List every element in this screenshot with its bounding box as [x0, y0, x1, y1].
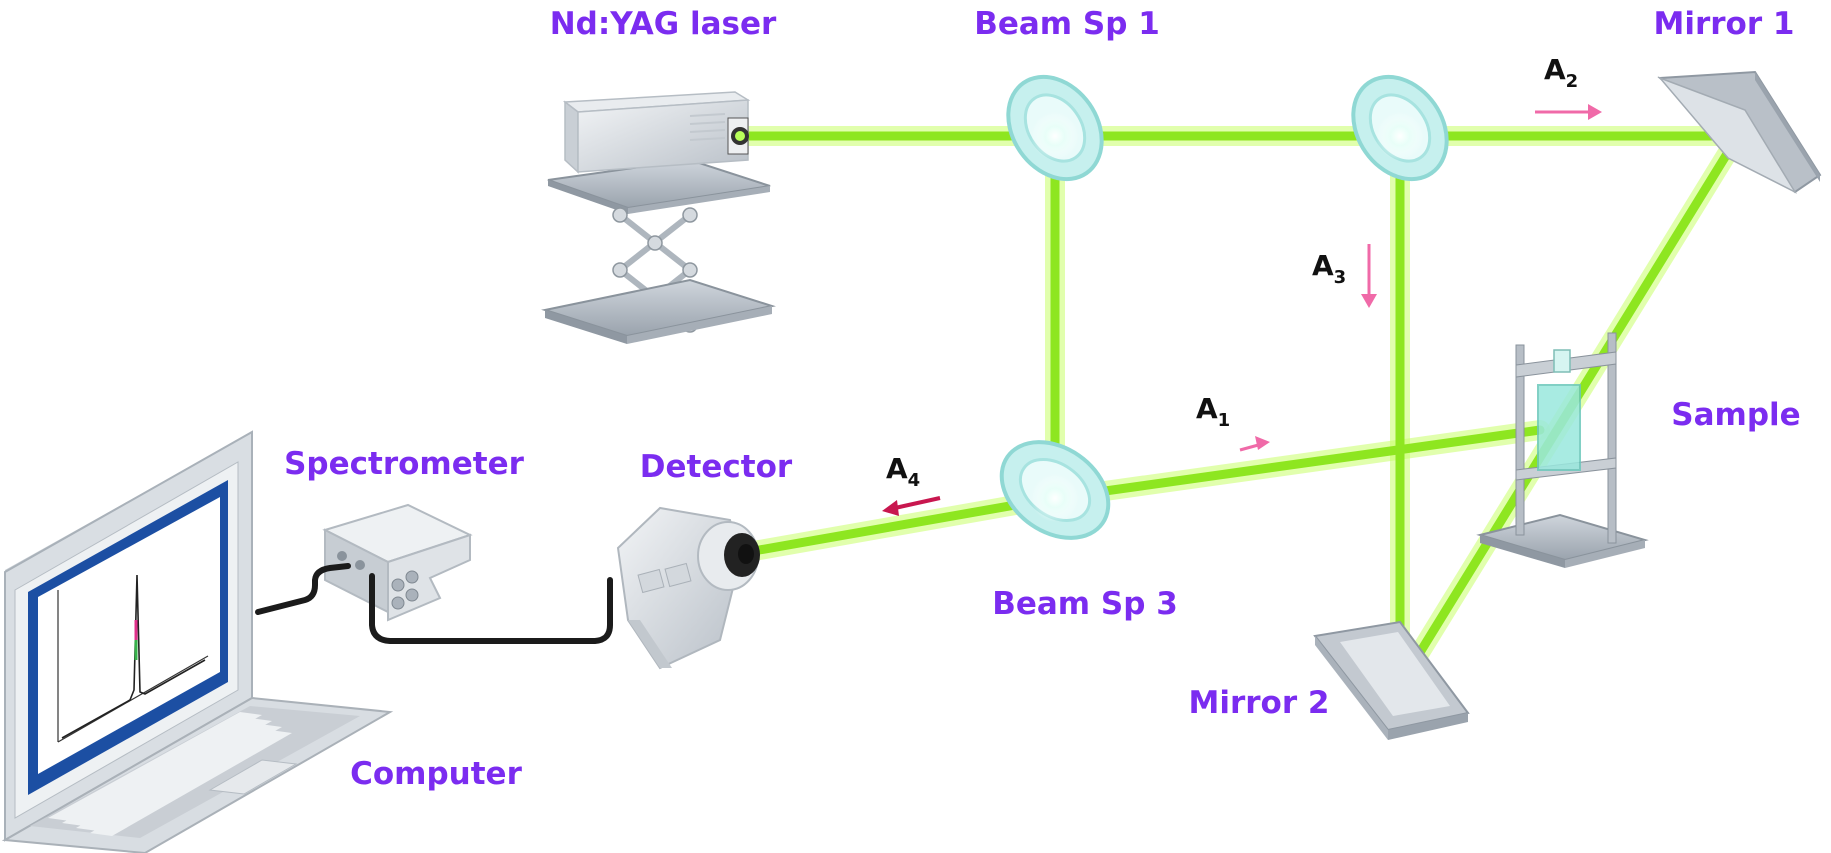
cables [255, 563, 613, 644]
direction-arrows [882, 104, 1602, 516]
detector-device [616, 506, 760, 670]
label-mirror-1: Mirror 1 [1654, 6, 1795, 42]
label-laser: Nd:YAG laser [550, 6, 777, 42]
label-computer: Computer [350, 756, 522, 792]
spectrometer-device [322, 503, 473, 622]
beam-splitter-2 [1351, 74, 1449, 182]
label-detector: Detector [640, 449, 793, 485]
arrow-labels: A1 A2 A3 A4 [886, 53, 1578, 491]
label-a1: A1 [1196, 392, 1230, 431]
label-spectrometer: Spectrometer [284, 446, 524, 482]
sample-holder [1476, 332, 1649, 568]
arrow-a4 [882, 496, 941, 516]
beam-sample-to-sp3 [1050, 425, 1545, 503]
beam-splitter-1 [1006, 74, 1104, 182]
cable-computer-spectrometer [255, 563, 351, 615]
arrow-a3 [1361, 244, 1377, 308]
cable-spectrometer-detector [369, 573, 613, 644]
label-beam-sp-3: Beam Sp 3 [992, 586, 1178, 622]
laser-device [541, 91, 776, 344]
screen-spectrum-plot [57, 574, 209, 743]
label-a3: A3 [1312, 249, 1346, 288]
keyboard [48, 712, 292, 836]
laptop-computer [1, 430, 394, 853]
mirror-2 [1313, 620, 1470, 740]
arrow-a2 [1535, 104, 1602, 120]
label-a2: A2 [1544, 53, 1578, 92]
label-a4: A4 [886, 452, 920, 491]
beam-splitter-3 [999, 440, 1111, 540]
label-sample: Sample [1671, 397, 1800, 433]
label-beam-sp-1: Beam Sp 1 [974, 6, 1160, 42]
laser-beams [735, 126, 1748, 690]
component-labels: Nd:YAG laser Beam Sp 1 Mirror 1 Sample B… [284, 6, 1801, 792]
arrow-a1 [1239, 436, 1270, 452]
label-mirror-2: Mirror 2 [1189, 685, 1330, 721]
beam-glow [735, 126, 1748, 690]
trackpad [208, 759, 298, 795]
mirror-1 [1657, 70, 1822, 194]
beam-sp3-to-detector [743, 493, 1060, 557]
